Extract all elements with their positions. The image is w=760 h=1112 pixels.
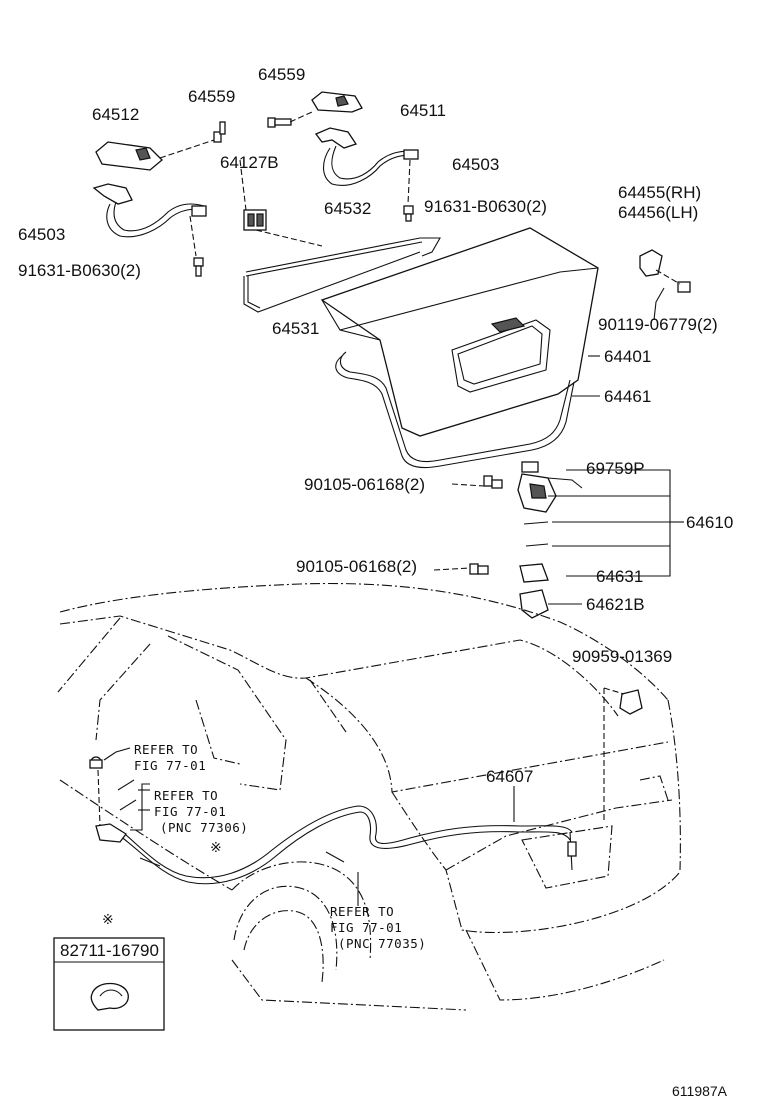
label-64610[interactable]: 64610	[686, 513, 733, 532]
label-64621b[interactable]: 64621B	[586, 595, 645, 614]
label-69759p[interactable]: 69759P	[586, 459, 645, 478]
ref3-line1[interactable]: REFER TO	[330, 904, 394, 919]
label-64461[interactable]: 64461	[604, 387, 651, 406]
label-64511[interactable]: 64511	[400, 101, 446, 120]
torsion-bar-64532[interactable]	[245, 237, 441, 277]
ref2-line1[interactable]: REFER TO	[154, 788, 218, 803]
bolt-64559-lower[interactable]	[213, 121, 226, 143]
switch-90959[interactable]	[619, 689, 643, 715]
cable-ends	[117, 779, 345, 867]
hinge-arm-64503-lower[interactable]	[92, 183, 207, 238]
diagram-id: 611987A	[672, 1083, 728, 1099]
torsion-bar-64531[interactable]	[243, 251, 421, 313]
label-91631-lower[interactable]: 91631-B0630(2)	[18, 261, 141, 280]
label-64512[interactable]: 64512	[92, 105, 139, 124]
striker-64621b[interactable]	[519, 589, 549, 619]
label-64455[interactable]: 64455(RH)	[618, 183, 701, 202]
luggage-lid-64401[interactable]	[320, 227, 599, 437]
cylinder-64631[interactable]	[519, 563, 549, 583]
lock-assembly-64610[interactable]	[517, 473, 583, 513]
clip-64127b[interactable]	[243, 209, 267, 231]
stop-64455-64456[interactable]	[639, 249, 663, 277]
bolt-91631-lower[interactable]	[193, 257, 204, 277]
clamp-box-82711[interactable]	[53, 937, 165, 1031]
connector-69759p[interactable]	[521, 461, 539, 473]
hinge-arm-64503-upper[interactable]	[314, 127, 419, 186]
label-90959[interactable]: 90959-01369	[572, 647, 672, 666]
ref2-line2[interactable]: FIG 77-01	[154, 804, 226, 819]
label-64456[interactable]: 64456(LH)	[618, 203, 698, 222]
ref1-line1[interactable]: REFER TO	[134, 742, 198, 757]
weatherstrip-64461[interactable]	[335, 351, 575, 469]
label-64631[interactable]: 64631	[596, 567, 643, 586]
ref3-line3[interactable]: (PNC 77035)	[338, 936, 426, 951]
opener-lever[interactable]	[89, 756, 127, 843]
hinge-64511[interactable]	[311, 91, 363, 113]
label-64559-upper[interactable]: 64559	[258, 65, 305, 84]
label-64532[interactable]: 64532	[324, 199, 371, 218]
note-mark-box: ※	[102, 911, 114, 927]
ref2-line3[interactable]: (PNC 77306)	[160, 820, 248, 835]
label-64607[interactable]: 64607	[486, 767, 533, 786]
label-64503-lower[interactable]: 64503	[18, 225, 65, 244]
label-64531[interactable]: 64531	[272, 319, 319, 338]
hinge-64512[interactable]	[95, 141, 163, 171]
bolt-90105-upper[interactable]	[483, 475, 503, 489]
bolt-91631-upper[interactable]	[403, 205, 414, 222]
opener-cable-64607[interactable]	[119, 805, 577, 885]
label-91631-upper[interactable]: 91631-B0630(2)	[424, 197, 547, 216]
label-64503-upper[interactable]: 64503	[452, 155, 499, 174]
label-90105-upper[interactable]: 90105-06168(2)	[304, 475, 425, 494]
ref3-line2[interactable]: FIG 77-01	[330, 920, 402, 935]
label-64559-lower[interactable]: 64559	[188, 87, 235, 106]
screw-90119[interactable]	[677, 281, 691, 293]
label-64401[interactable]: 64401	[604, 347, 651, 366]
bolt-90105-lower[interactable]	[469, 563, 489, 575]
label-82711[interactable]: 82711-16790	[60, 941, 159, 960]
vehicle-body-outline	[57, 582, 681, 1011]
label-64127b[interactable]: 64127B	[220, 153, 279, 172]
note-mark-cable: ※	[210, 839, 222, 855]
label-90119[interactable]: 90119-06779(2)	[598, 315, 718, 334]
ref1-line2[interactable]: FIG 77-01	[134, 758, 206, 773]
bolt-64559-upper[interactable]	[267, 117, 292, 128]
label-90105-lower[interactable]: 90105-06168(2)	[296, 557, 417, 576]
